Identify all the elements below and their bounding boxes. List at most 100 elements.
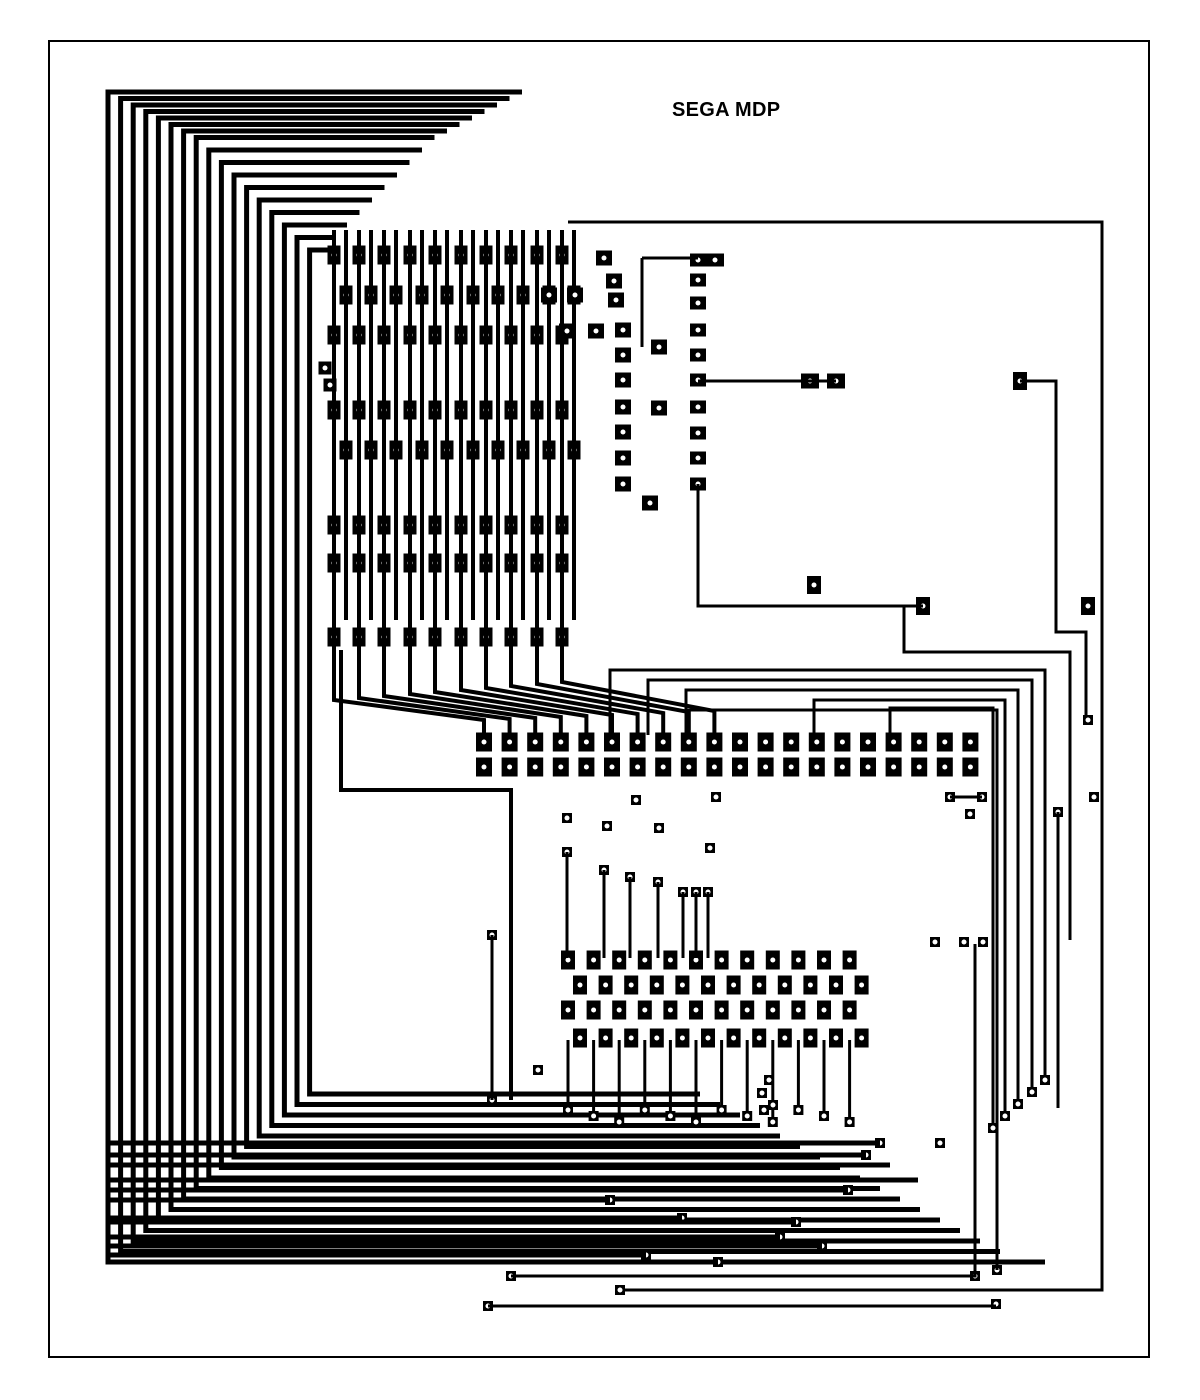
drill-hole	[565, 1007, 571, 1013]
drill-hole	[744, 957, 750, 963]
drill-hole	[647, 500, 653, 506]
drill-hole	[577, 1035, 583, 1041]
drill-hole	[942, 764, 948, 770]
drill-hole	[667, 1007, 673, 1013]
trace	[339, 650, 513, 1100]
bus-trace	[307, 247, 700, 1097]
drill-hole	[891, 739, 897, 745]
drill-hole	[507, 764, 513, 770]
drill-hole	[667, 1113, 673, 1119]
drill-hole	[833, 1035, 839, 1041]
drill-hole	[322, 365, 328, 371]
drill-hole	[695, 327, 701, 333]
drill-hole	[761, 1107, 767, 1113]
drill-hole	[859, 1035, 865, 1041]
drill-hole	[660, 764, 666, 770]
drill-hole	[617, 1287, 623, 1293]
drill-hole	[821, 957, 827, 963]
drill-hole	[756, 1035, 762, 1041]
signal-trace	[608, 668, 1047, 1080]
drill-hole	[535, 1067, 541, 1073]
drill-hole	[712, 257, 718, 263]
drill-hole	[770, 957, 776, 963]
drill-hole	[620, 404, 626, 410]
drill-hole	[611, 278, 617, 284]
drill-hole	[1015, 1101, 1021, 1107]
bus-trace	[408, 650, 563, 735]
drill-hole	[620, 455, 626, 461]
drill-hole	[620, 481, 626, 487]
drill-hole	[564, 815, 570, 821]
drill-hole	[980, 939, 986, 945]
drill-hole	[1029, 1089, 1035, 1095]
drill-hole	[633, 797, 639, 803]
drill-hole	[821, 1007, 827, 1013]
bus-trace	[143, 109, 960, 1233]
drill-hole	[744, 1113, 750, 1119]
drill-hole	[642, 1107, 648, 1113]
drill-hole	[967, 764, 973, 770]
bus-trace	[256, 197, 780, 1139]
drill-hole	[620, 429, 626, 435]
drill-hole	[642, 957, 648, 963]
drill-hole	[695, 277, 701, 283]
drill-hole	[731, 982, 737, 988]
bus-trace	[168, 122, 920, 1212]
drill-hole	[679, 982, 685, 988]
drill-hole	[859, 982, 865, 988]
drill-hole	[713, 794, 719, 800]
drill-hole	[635, 739, 641, 745]
drill-hole	[628, 982, 634, 988]
drill-hole	[821, 1113, 827, 1119]
drill-hole	[711, 739, 717, 745]
drill-hole	[937, 1140, 943, 1146]
drill-hole	[654, 982, 660, 988]
drill-hole	[565, 1107, 571, 1113]
drill-hole	[693, 1119, 699, 1125]
drill-hole	[660, 739, 666, 745]
drill-hole	[833, 982, 839, 988]
drill-hole	[620, 327, 626, 333]
drill-hole	[642, 1007, 648, 1013]
drill-hole	[609, 739, 615, 745]
drill-hole	[744, 1007, 750, 1013]
bus-trace	[130, 102, 980, 1244]
drill-hole	[572, 292, 578, 298]
drill-hole	[603, 1035, 609, 1041]
drill-hole	[967, 739, 973, 745]
drill-hole	[577, 982, 583, 988]
drill-hole	[532, 739, 538, 745]
drill-hole	[782, 1035, 788, 1041]
drill-hole	[839, 739, 845, 745]
drill-hole	[583, 764, 589, 770]
pcb-board-outline	[48, 40, 1150, 1358]
drill-hole	[839, 764, 845, 770]
drill-hole	[616, 1007, 622, 1013]
drill-hole	[693, 1007, 699, 1013]
drill-hole	[759, 1090, 765, 1096]
drill-hole	[613, 297, 619, 303]
drill-hole	[891, 764, 897, 770]
drill-hole	[609, 764, 615, 770]
drill-hole	[620, 377, 626, 383]
drill-hole	[990, 1125, 996, 1131]
drill-hole	[782, 982, 788, 988]
drill-hole	[814, 764, 820, 770]
bus-trace	[535, 650, 691, 735]
drill-hole	[766, 1077, 772, 1083]
drill-hole	[635, 764, 641, 770]
bus-trace	[206, 147, 860, 1181]
drill-hole	[719, 1107, 725, 1113]
drill-hole	[558, 739, 564, 745]
drill-hole	[719, 1007, 725, 1013]
drill-hole	[967, 811, 973, 817]
drill-hole	[770, 1102, 776, 1108]
bus-trace	[509, 650, 666, 735]
bus-trace	[231, 172, 820, 1160]
bus-trace	[382, 650, 538, 735]
drill-hole	[591, 957, 597, 963]
drill-hole	[807, 1035, 813, 1041]
bus-trace	[244, 185, 800, 1149]
drill-hole	[686, 739, 692, 745]
drill-hole	[788, 764, 794, 770]
